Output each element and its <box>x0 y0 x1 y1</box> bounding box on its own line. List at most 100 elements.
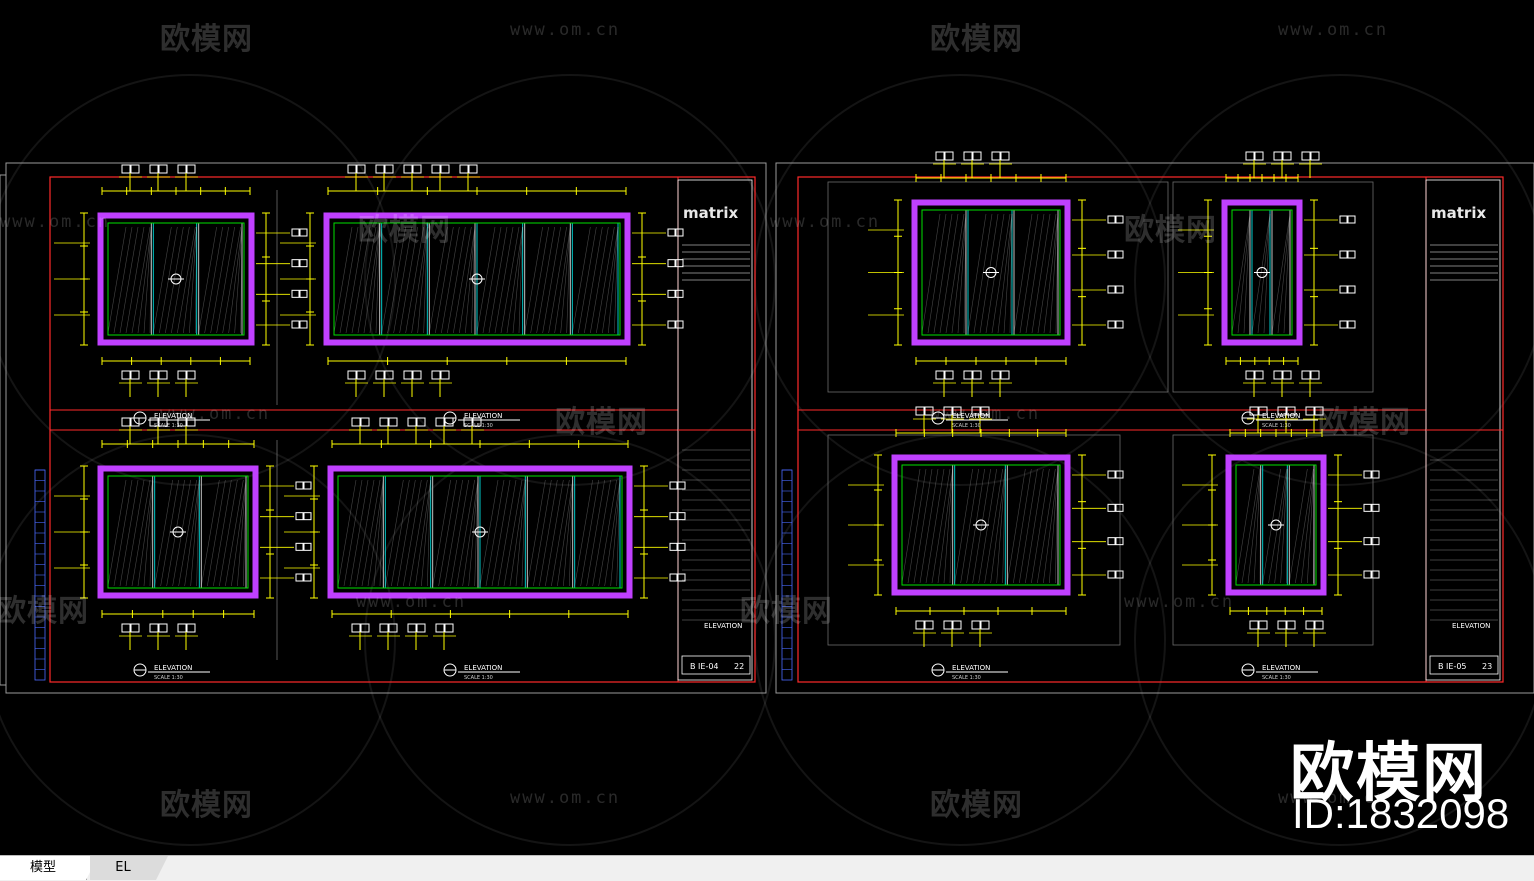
hatch-line <box>351 226 371 334</box>
hatch-line <box>143 479 153 587</box>
hatch-line <box>530 226 549 334</box>
layout-tab-bar: 模型 EL <box>0 855 1534 881</box>
watermark-circle <box>364 74 776 486</box>
hatch-line <box>393 226 412 334</box>
hatch-line <box>580 479 599 587</box>
callout-tag <box>1115 250 1124 259</box>
watermark-brand: 欧模网 <box>740 594 833 629</box>
watermark-url: www.om.cn <box>510 788 621 808</box>
hatch-line <box>441 226 460 334</box>
callout-tag <box>347 164 357 174</box>
elevation-panel <box>574 475 621 589</box>
callout-tag <box>1347 215 1356 224</box>
wall-section <box>1064 199 1071 346</box>
title-block-drawing-title: ELEVATION <box>1452 622 1490 630</box>
hatch-line <box>569 479 573 587</box>
hatch-line <box>590 226 609 334</box>
wall-section <box>248 212 255 346</box>
callout-tag <box>303 542 312 551</box>
elevation-view <box>868 151 1124 397</box>
hatch-line <box>527 479 546 587</box>
hatch-line <box>119 479 139 587</box>
hatch-line <box>337 479 357 587</box>
wall-section <box>891 454 898 596</box>
callout-tag <box>431 164 441 174</box>
watermark-brand: 欧模网 <box>1318 405 1411 440</box>
callout-tag <box>186 417 196 427</box>
title-block-drawing-title: ELEVATION <box>704 622 742 630</box>
hatch-line <box>557 479 573 587</box>
hatch-line <box>131 226 151 334</box>
hatch-line <box>154 479 173 587</box>
hatch-line <box>1277 213 1291 334</box>
hatch-line <box>204 226 223 334</box>
callout-tag <box>1371 537 1380 546</box>
hatch-line <box>196 479 200 587</box>
callout-tag <box>121 417 131 427</box>
hatch-line <box>991 213 1011 334</box>
panel-frame <box>337 475 623 589</box>
hatch-line <box>450 479 469 587</box>
hatch-line <box>373 479 384 587</box>
overlay-id: ID:1832098 <box>1292 790 1510 837</box>
hatch-line <box>462 479 479 587</box>
callout-tag <box>291 228 300 237</box>
callout-tag <box>1107 285 1116 294</box>
callout-tag <box>186 623 196 633</box>
hatch-line <box>119 226 139 334</box>
panel-frame <box>1235 464 1317 586</box>
hatch-line <box>1289 468 1308 584</box>
callout-tag <box>356 164 366 174</box>
hatch-line <box>542 226 561 334</box>
hatch-line <box>1286 468 1288 584</box>
hatch-line <box>602 226 619 334</box>
hatch-line <box>1043 468 1059 584</box>
callout-tag <box>1000 370 1010 380</box>
wall-section <box>1296 199 1303 346</box>
hatch-line <box>960 468 979 584</box>
hatch-line <box>1013 213 1033 334</box>
hatch-line <box>165 226 184 334</box>
callout-tag <box>1245 151 1255 161</box>
callout-tag <box>407 623 417 633</box>
hatch-line <box>984 468 1003 584</box>
title-block-page: 23 <box>1482 662 1492 671</box>
hatch-line <box>207 479 226 587</box>
hatch-line <box>476 226 496 334</box>
callout-tag <box>667 289 676 298</box>
hatch-line <box>596 226 615 334</box>
hatch-line <box>500 226 520 334</box>
view-boundary <box>1172 434 1374 646</box>
tab-model[interactable]: 模型 <box>0 856 98 880</box>
callout-tag <box>130 164 140 174</box>
callout-tag <box>299 259 308 268</box>
callout-tag <box>675 320 684 329</box>
hatch-line <box>1257 213 1271 334</box>
callout-tag <box>384 370 394 380</box>
hatch-line <box>1019 213 1039 334</box>
callout-tag <box>384 164 394 174</box>
callout-tag <box>1107 570 1116 579</box>
hatch-line <box>482 226 502 334</box>
hatch-line <box>939 213 959 334</box>
hatch-line <box>907 468 927 584</box>
hatch-line <box>990 468 1006 584</box>
callout-tag <box>1339 285 1348 294</box>
watermark-url: www.om.cn <box>160 404 271 424</box>
watermark-url: www.om.cn <box>770 212 881 232</box>
elevation-view <box>848 406 1124 647</box>
hatch-line <box>485 479 505 587</box>
callout-tag <box>440 164 450 174</box>
hatch-line <box>391 479 410 587</box>
callout-tag <box>1314 620 1324 630</box>
hatch-line <box>1025 213 1045 334</box>
callout-tag <box>1277 406 1287 416</box>
tab-el[interactable]: EL <box>90 856 168 880</box>
callout-tag <box>444 623 454 633</box>
hatch-line <box>429 226 448 334</box>
hatch-line <box>243 479 247 587</box>
